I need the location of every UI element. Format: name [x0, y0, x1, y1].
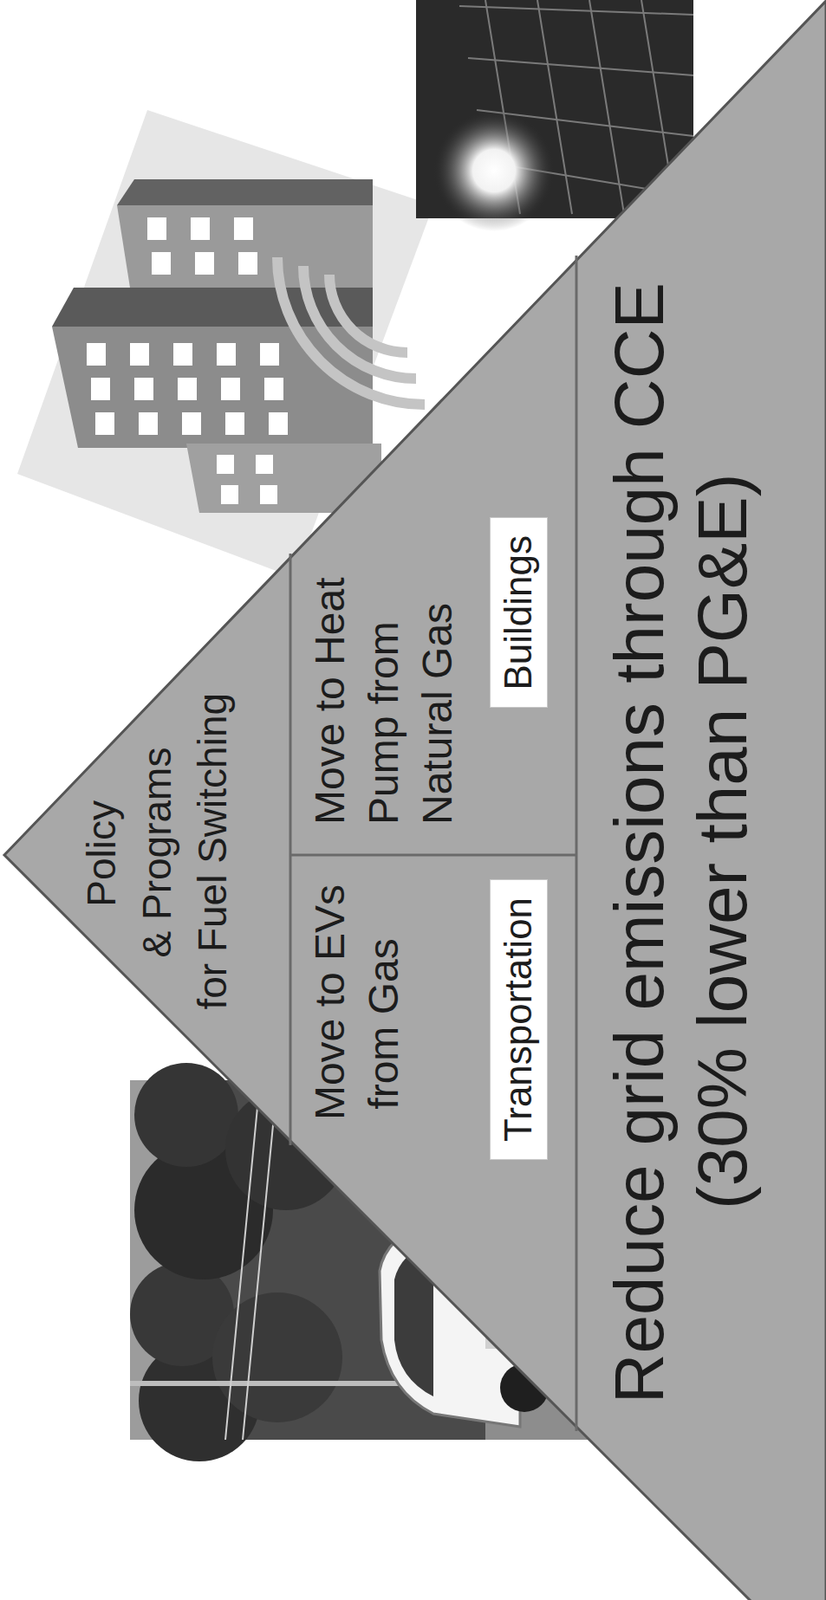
buildings-icon-part-part	[138, 412, 158, 436]
buildings-icon-part-part	[277, 257, 425, 405]
buildings-icon-part-part	[255, 455, 274, 475]
pyramid-part	[4, 0, 826, 1600]
buildings-icon-part	[117, 179, 373, 206]
buildings-icon-part-part	[221, 485, 239, 505]
car-photo-part	[134, 1063, 239, 1168]
buildings-icon-part-part	[130, 343, 150, 366]
buildings-icon-part-part	[260, 485, 278, 505]
car-photo-part	[212, 1293, 343, 1424]
edge-spacer	[73, 918, 300, 1116]
car-photo-part	[242, 1080, 278, 1441]
buildings-icon-part-part	[151, 252, 171, 275]
pyramid-part	[290, 854, 577, 858]
buildings-icon-part-part	[260, 343, 280, 366]
car-photo-part	[130, 1381, 408, 1387]
category-label: Transportation	[495, 897, 542, 1143]
solar-photo-part	[433, 110, 555, 232]
pyramid-part	[289, 553, 293, 1146]
pyramid-part	[575, 255, 579, 1432]
buildings-icon-part-part	[225, 412, 245, 436]
buildings-icon-part-part	[238, 252, 258, 275]
category-box: Buildings	[489, 517, 548, 709]
buildings-icon-part-part	[221, 377, 241, 401]
buildings-icon-part-part	[190, 217, 210, 241]
buildings-icon-part-part	[264, 377, 284, 401]
buildings-icon-part-part	[216, 343, 236, 366]
buildings-icon-part-part	[329, 274, 408, 353]
edge-spacer	[598, 1432, 815, 1600]
edge-spacer	[303, 1141, 477, 1185]
buildings-icon-part-part	[134, 377, 154, 401]
edge-spacer	[598, 0, 815, 254]
buildings-icon-part-part	[173, 343, 193, 366]
section-text: Move to Heat Pump from Natural Gas	[303, 361, 465, 826]
buildings-icon-part-part	[177, 377, 197, 401]
buildings-icon-part-part	[195, 252, 215, 275]
solar-photo-part-part	[459, 6, 694, 15]
section-text: Move to EVs from Gas	[303, 864, 411, 1185]
category-box: Transportation	[489, 879, 548, 1161]
base-section: Reduce grid emissions through CCE (30% l…	[598, 0, 815, 1600]
buildings-icon-part-part	[91, 377, 111, 401]
buildings-icon-part	[277, 257, 425, 405]
section-text: Policy & Programs for Fuel Switching	[73, 595, 241, 1116]
buildings-icon-part-part	[147, 217, 167, 241]
solar-photo-part-part	[468, 58, 694, 76]
buildings-icon-part-part	[95, 412, 115, 436]
buildings-icon-part	[52, 287, 373, 327]
buildings-icon-part-part	[268, 412, 288, 436]
section-text: Reduce grid emissions through CCE (30% l…	[598, 0, 765, 1600]
buildings-icon-part-part	[86, 343, 106, 366]
buildings-icon-part	[52, 326, 373, 449]
car-photo-part	[225, 1080, 261, 1441]
buildings-icon-part-part	[216, 455, 235, 475]
left-section: TransportationMove to EVs from Gas	[303, 864, 477, 1185]
buildings-icon-part	[86, 217, 288, 505]
edge-spacer	[73, 595, 300, 790]
buildings-icon-part-part	[182, 412, 202, 436]
buildings-icon-part-part	[234, 217, 254, 241]
right-section: BuildingsMove to Heat Pump from Natural …	[303, 361, 477, 826]
edge-spacer	[303, 361, 477, 558]
category-label: Buildings	[495, 535, 542, 691]
pyramid	[4, 0, 826, 1600]
apex-section: Policy & Programs for Fuel Switching	[73, 595, 300, 1116]
